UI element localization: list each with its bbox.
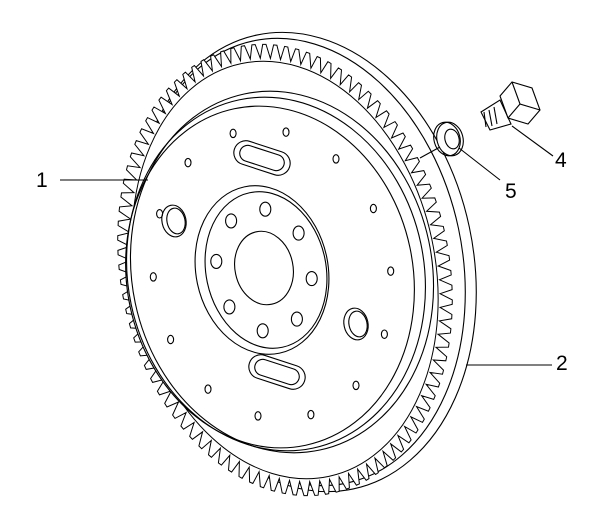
hub-hole [210,253,223,269]
leader-4 [511,125,554,157]
hub-hole [225,213,238,229]
hub-hole [290,311,303,327]
large-hole-left-inner [166,207,186,235]
lower-slot [248,354,306,390]
face-hole [167,334,175,345]
face-hole [307,409,315,420]
face-hole [149,272,157,282]
face-hole [254,411,262,421]
face-hole [332,154,340,164]
callout-4: 4 [555,149,567,172]
hub-hole [259,201,272,217]
bolt-drawing [480,81,541,131]
leader-5 [458,147,501,181]
face-hole [387,266,395,276]
hub-hole [223,299,236,315]
leader-5-axis [419,146,441,159]
face-hole [352,380,360,391]
face-hole [229,128,237,139]
upper-slot [233,140,291,176]
hub-hole [256,323,269,339]
hub-hole [305,271,318,287]
face-hole [282,127,290,137]
washer-drawing [433,121,464,157]
large-hole-right [343,307,369,341]
flywheel-face [125,105,415,449]
large-hole-right-inner [348,310,368,338]
callout-2: 2 [556,352,568,375]
flywheel-face-ring [126,96,426,452]
face-holes [149,127,395,421]
callout-5: 5 [505,180,517,203]
hub-hole [292,225,305,241]
large-hole-left [161,204,187,238]
face-hole [369,203,377,214]
hub-center-bore [234,230,294,306]
face-hole [184,157,192,168]
flywheel-inner-step [129,90,435,454]
hub-bolt-holes [210,201,318,339]
hub-step [204,191,328,349]
hub-outer [194,185,330,355]
callout-1: 1 [36,169,48,192]
face-hole [380,329,388,339]
face-hole [204,384,212,394]
